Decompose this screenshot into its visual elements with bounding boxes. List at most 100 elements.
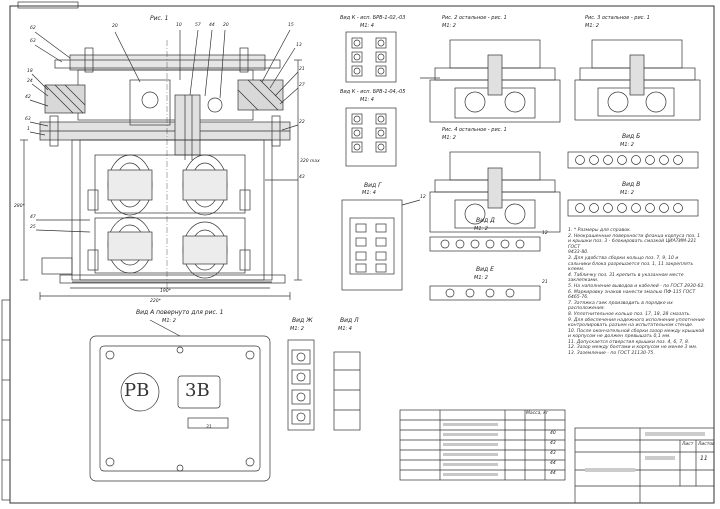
vid-l-title: Вид Л xyxy=(340,317,359,324)
vid-zh-title: Вид Ж xyxy=(292,317,313,324)
leader-label: 12 xyxy=(420,195,426,200)
note-line: 4. Табличку поз. 31 крепить в указанном … xyxy=(568,272,684,284)
note-line: контролировать разъем на испытательном с… xyxy=(568,323,694,329)
leader-label: 20 xyxy=(223,23,229,28)
vid-l-view xyxy=(333,351,361,431)
table-mass: 43 xyxy=(550,451,556,456)
vid-v-scale: М1: 2 xyxy=(620,190,634,196)
dim-height: 320 max xyxy=(300,159,320,164)
vid-b-view xyxy=(567,151,699,169)
ris-4-view xyxy=(429,151,561,233)
vid-a-title: Вид А повернуто для рис. 1 xyxy=(136,309,224,316)
vid-a-view xyxy=(89,319,271,482)
leader-label: 63 xyxy=(25,117,31,122)
vid-k1-title: Вид К - исп. БРВ-1-02,-03 xyxy=(340,15,406,21)
note-line: 8. Уплотнительное кольцо поз. 17, 18, 28… xyxy=(568,311,691,317)
leader-label: 27 xyxy=(299,83,305,88)
leader-label: 44 xyxy=(209,23,215,28)
title-block xyxy=(574,427,715,504)
stamp-sheet-label: Лист xyxy=(682,442,694,447)
note-line: 12. Зазор между болтами и корпусом не ме… xyxy=(568,345,698,351)
vid-v-view xyxy=(567,199,699,217)
vid-d-title: Вид Д xyxy=(476,217,495,224)
vid-b-title: Вид Б xyxy=(622,133,641,140)
table-mass: 44 xyxy=(550,471,556,476)
vid-k-views xyxy=(345,31,397,167)
technical-notes: 1. * Размеры для справок. 2. Неокрашенны… xyxy=(568,228,708,357)
vid-e-view xyxy=(429,285,541,301)
spec-table xyxy=(399,409,566,481)
stamp-sheets-label: Листов xyxy=(698,442,715,447)
table-mass: 44 xyxy=(550,461,556,466)
leader-label: 21 xyxy=(542,280,548,285)
note-line: 1. * Размеры для справок. xyxy=(568,228,632,233)
ris-4-title: Рис. 4 остальное - рис. 1 xyxy=(442,127,507,133)
note-line: 11. Допускается отверстия крышки поз. 4,… xyxy=(568,339,690,345)
dim-width-inner: 190* xyxy=(160,289,171,294)
vid-l-scale: М1: 4 xyxy=(338,326,352,332)
vid-g-title: Вид Г xyxy=(364,182,382,189)
plate-right-text: 3В xyxy=(185,380,210,401)
leader-label: 57 xyxy=(195,23,201,28)
note-line: 6. Маркировку знаков нанести эмалью ПФ-1… xyxy=(568,289,696,301)
main-section-view xyxy=(20,29,302,300)
stamp-sheet-number: 11 xyxy=(700,455,708,462)
vid-v-title: Вид В xyxy=(622,181,641,188)
note-line: 7. Затяжка гаек производить в порядке их… xyxy=(568,300,673,312)
note-line: 9. Для обеспечения надежного исполнения … xyxy=(568,317,705,323)
note-line: и крышки поз. 3 - блокировать смазкой ЦИ… xyxy=(568,239,697,250)
leader-label: 12 xyxy=(542,231,548,236)
note-line: сальники блока разрешается поз. 1, 11 за… xyxy=(568,261,694,273)
leader-label: 22 xyxy=(299,120,305,125)
vid-b-scale: М1: 2 xyxy=(620,142,634,148)
note-line: 2. Неокрашенные поверхности фланца корпу… xyxy=(568,233,701,239)
vid-k1-scale: М1: 4 xyxy=(360,23,374,29)
ris-2-scale: М1: 2 xyxy=(442,23,456,29)
vid-e-title: Вид Е xyxy=(476,266,494,273)
left-strip xyxy=(1,299,11,501)
table-mass: 40 xyxy=(550,431,556,436)
dim-width-bottom: 220* xyxy=(150,299,161,304)
note-line: 9433-80. xyxy=(568,250,589,256)
leader-label: 31 xyxy=(206,425,212,430)
ris-4-scale: М1: 2 xyxy=(442,135,456,141)
ris-3-view xyxy=(574,39,701,121)
leader-label: 63 xyxy=(30,39,36,44)
frame xyxy=(9,5,715,504)
leader-label: 25 xyxy=(30,225,36,230)
vid-g-view xyxy=(341,199,421,291)
leader-label: 18 xyxy=(27,69,33,74)
leader-label: 62 xyxy=(30,26,36,31)
vid-g-scale: М1: 4 xyxy=(362,190,376,196)
ris-2-title: Рис. 2 остальное - рис. 1 xyxy=(442,15,507,21)
leader-label: 24 xyxy=(27,79,33,84)
table-mass: 43 xyxy=(550,441,556,446)
vid-zh-view xyxy=(287,339,315,431)
leader-label: 15 xyxy=(288,23,294,28)
vid-zh-scale: М1: 2 xyxy=(290,326,304,332)
note-line: и корпусом не должен превышать 0,1 мм. xyxy=(568,334,671,340)
table-mass-header: Масса, кг xyxy=(526,411,549,416)
ris-3-title: Рис. 3 остальное - рис. 1 xyxy=(585,15,650,21)
note-line: 5. На наполнение выводов и кабелей - по … xyxy=(568,283,705,289)
leader-label: 21 xyxy=(299,67,305,72)
note-line: 13. Заземление - по ГОСТ 21130-75. xyxy=(568,351,655,357)
vid-d-view xyxy=(429,236,541,252)
ris-2-view xyxy=(420,39,561,123)
vid-e-scale: М1: 2 xyxy=(474,275,488,281)
leader-label: 47 xyxy=(30,215,36,220)
main-view-title: Рис. 1 xyxy=(150,15,169,22)
leader-label: 42 xyxy=(25,95,31,100)
leader-label: 10 xyxy=(176,23,182,28)
vid-a-scale: М1: 2 xyxy=(162,318,176,324)
ris-3-scale: М1: 2 xyxy=(585,23,599,29)
dim-left-height: 280* xyxy=(14,204,25,209)
top-stamp-box xyxy=(17,1,79,9)
note-line: 3. Для удобства сборки кольцо поз. 7, 9,… xyxy=(568,255,679,261)
vid-k2-title: Вид К - исп. БРВ-1-04,-05 xyxy=(340,89,406,95)
leader-label: 43 xyxy=(299,175,305,180)
plate-left-text: РВ xyxy=(124,380,150,401)
vid-d-scale: М1: 2 xyxy=(474,226,488,232)
leader-label: 13 xyxy=(296,43,302,48)
